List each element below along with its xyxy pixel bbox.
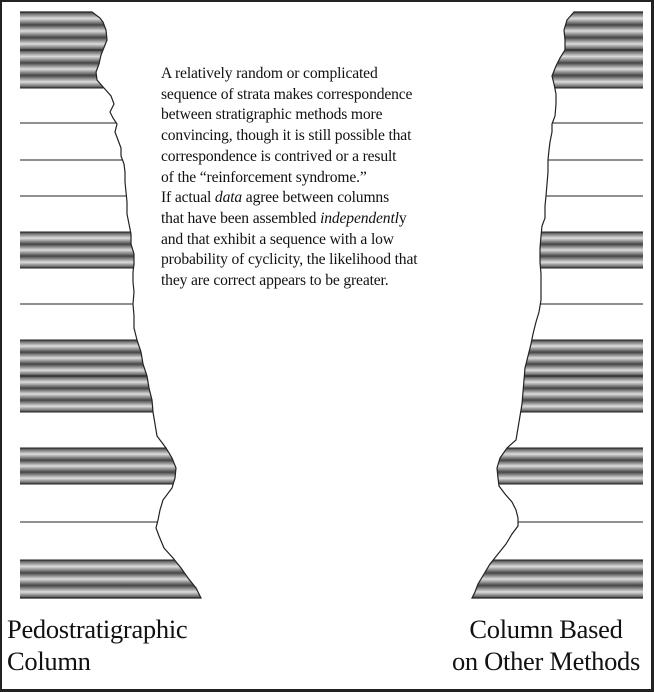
note-text: If actual — [161, 189, 215, 206]
left-column-layer-dark — [20, 340, 220, 376]
right-column-layer-light — [470, 88, 643, 123]
left-column-layer-dark — [20, 448, 220, 484]
right-column-layer-dark — [470, 12, 643, 50]
left-column-layer-dark — [20, 12, 220, 50]
note-line: correspondence is contrived or a result — [161, 147, 481, 168]
other-methods-column — [470, 12, 643, 598]
right-caption-line-1: Column Based — [452, 613, 640, 645]
right-column-layer-dark — [470, 560, 643, 598]
note-line: probability of cyclicity, the likelihood… — [161, 250, 481, 271]
left-column-layer-light — [20, 522, 220, 560]
explanatory-note: A relatively random or complicated sequen… — [161, 64, 481, 292]
right-column-layer-light — [470, 123, 643, 160]
note-line: between stratigraphic methods more — [161, 105, 481, 126]
right-caption-line-2: on Other Methods — [452, 645, 640, 677]
right-column-caption: Column Based on Other Methods — [452, 613, 640, 677]
left-caption-line-1: Pedostratigraphic — [7, 613, 187, 645]
right-column-layer-dark — [470, 50, 643, 88]
right-column-layer-dark — [470, 376, 643, 412]
note-emphasis: data — [215, 189, 242, 206]
note-text: convincing, though it is still possible … — [161, 127, 411, 144]
right-column-layer-dark — [470, 232, 643, 268]
note-text: y — [399, 210, 407, 227]
right-column-layer-light — [470, 522, 643, 560]
note-line: they are correct appears to be greater. — [161, 271, 481, 292]
note-text: between stratigraphic methods more — [161, 106, 382, 123]
left-column-layer-light — [20, 484, 220, 522]
left-column-layer-light — [20, 412, 220, 448]
note-text: and that exhibit a sequence with a low — [161, 231, 394, 248]
right-column-layer-light — [470, 304, 643, 340]
left-column-layer-dark — [20, 376, 220, 412]
note-text: that have been assembled — [161, 210, 320, 227]
note-line: that have been assembled independently — [161, 209, 481, 230]
note-text: correspondence is contrived or a result — [161, 148, 396, 165]
left-caption-line-2: Column — [7, 645, 187, 677]
note-line: sequence of strata makes correspondence — [161, 85, 481, 106]
right-column-layer-light — [470, 412, 643, 448]
note-emphasis: independentl — [320, 210, 399, 227]
note-line: A relatively random or complicated — [161, 64, 481, 85]
left-column-layer-light — [20, 304, 220, 340]
right-column-layer-light — [470, 196, 643, 232]
note-text: A relatively random or complicated — [161, 65, 378, 82]
note-line: convincing, though it is still possible … — [161, 126, 481, 147]
right-column-layer-light — [470, 484, 643, 522]
right-column-layer-light — [470, 268, 643, 304]
left-column-layer-dark — [20, 560, 220, 598]
right-column-layer-dark — [470, 340, 643, 376]
note-line: If actual data agree between columns — [161, 188, 481, 209]
note-text: sequence of strata makes correspondence — [161, 86, 412, 103]
right-column-layer-light — [470, 160, 643, 196]
note-text: agree between columns — [242, 189, 389, 206]
right-column-layer-dark — [470, 448, 643, 484]
note-line: and that exhibit a sequence with a low — [161, 230, 481, 251]
note-text: probability of cyclicity, the likelihood… — [161, 251, 417, 268]
left-column-caption: Pedostratigraphic Column — [7, 613, 187, 677]
note-text: they are correct appears to be greater. — [161, 272, 389, 289]
note-line: of the “reinforcement syndrome.” — [161, 168, 481, 189]
note-text: of the “reinforcement syndrome.” — [161, 169, 367, 186]
